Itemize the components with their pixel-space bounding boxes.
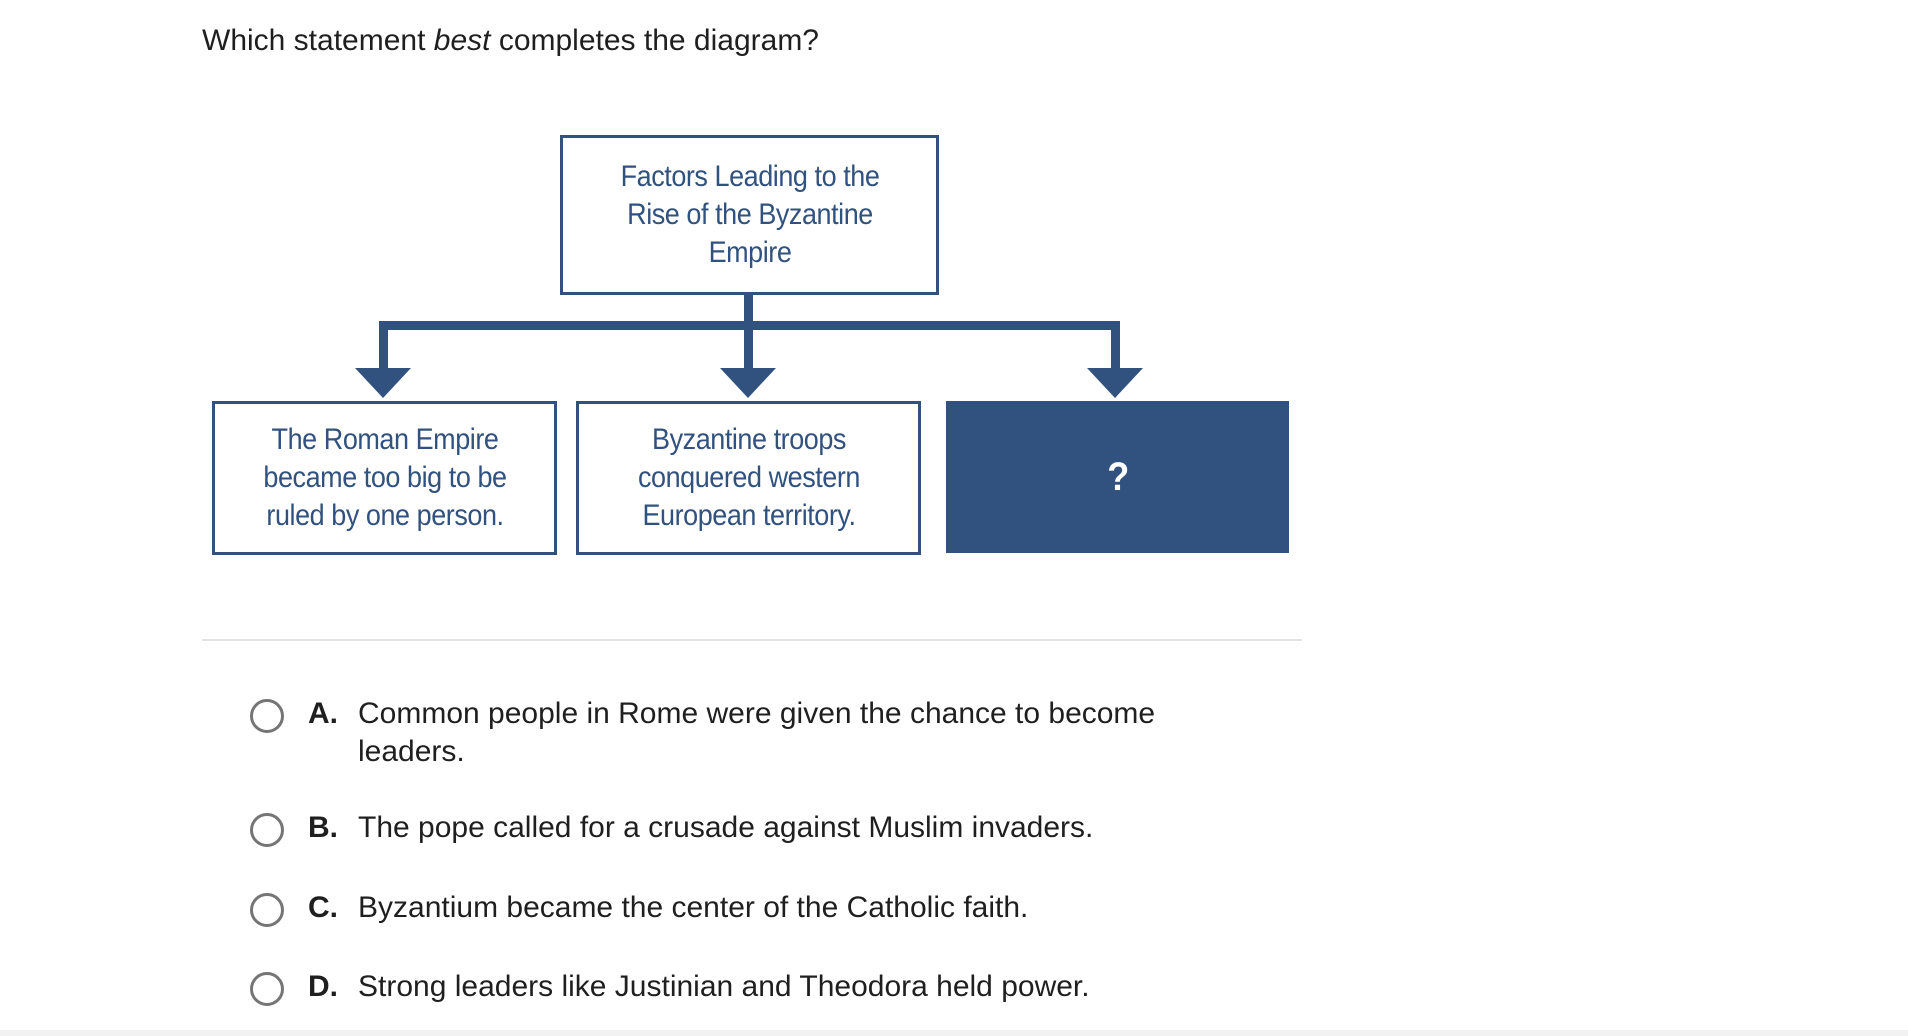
diagram-box-2-text: Byzantine troops conquered western Europ… xyxy=(637,423,860,532)
radio-button[interactable] xyxy=(250,972,284,1006)
option-b[interactable]: B. The pope called for a crusade against… xyxy=(250,809,1228,847)
question-prefix: Which statement xyxy=(202,24,434,57)
connector-right xyxy=(1111,321,1120,371)
connector-bar xyxy=(379,321,1120,330)
diagram-box-unknown-text: ? xyxy=(1106,455,1129,499)
option-d[interactable]: D. Strong leaders like Justinian and The… xyxy=(250,968,1228,1006)
option-letter: A. xyxy=(308,697,338,730)
option-letter: C. xyxy=(308,891,338,924)
diagram-box-1-text: The Roman Empire became too big to be ru… xyxy=(262,423,507,532)
option-text: Common people in Rome were given the cha… xyxy=(358,697,1156,768)
diagram-box-2: Byzantine troops conquered western Europ… xyxy=(576,401,921,555)
option-letter: B. xyxy=(308,811,338,844)
question-emphasis: best xyxy=(433,24,491,57)
divider xyxy=(202,639,1302,641)
option-text: Strong leaders like Justinian and Theodo… xyxy=(358,970,1090,1003)
arrow-down-icon xyxy=(355,368,411,398)
diagram-top-text: Factors Leading to the Rise of the Byzan… xyxy=(620,160,879,269)
connector-left xyxy=(379,321,388,371)
radio-button[interactable] xyxy=(250,893,284,927)
question-suffix: completes the diagram? xyxy=(490,24,819,57)
radio-button[interactable] xyxy=(250,699,284,733)
diagram-box-1: The Roman Empire became too big to be ru… xyxy=(212,401,557,555)
question-prompt: Which statement best completes the diagr… xyxy=(202,24,819,58)
arrow-down-icon xyxy=(720,368,776,398)
option-letter: D. xyxy=(308,970,338,1003)
arrow-down-icon xyxy=(1087,368,1143,398)
connector-stem xyxy=(744,295,753,370)
option-text: Byzantium became the center of the Catho… xyxy=(358,891,1029,924)
option-a[interactable]: A. Common people in Rome were given the … xyxy=(250,695,1228,771)
diagram-box-unknown: ? xyxy=(946,401,1289,553)
diagram-top-box: Factors Leading to the Rise of the Byzan… xyxy=(560,135,939,295)
option-text: The pope called for a crusade against Mu… xyxy=(358,811,1094,844)
footer-strip xyxy=(0,1030,1908,1036)
option-c[interactable]: C. Byzantium became the center of the Ca… xyxy=(250,889,1228,927)
radio-button[interactable] xyxy=(250,813,284,847)
